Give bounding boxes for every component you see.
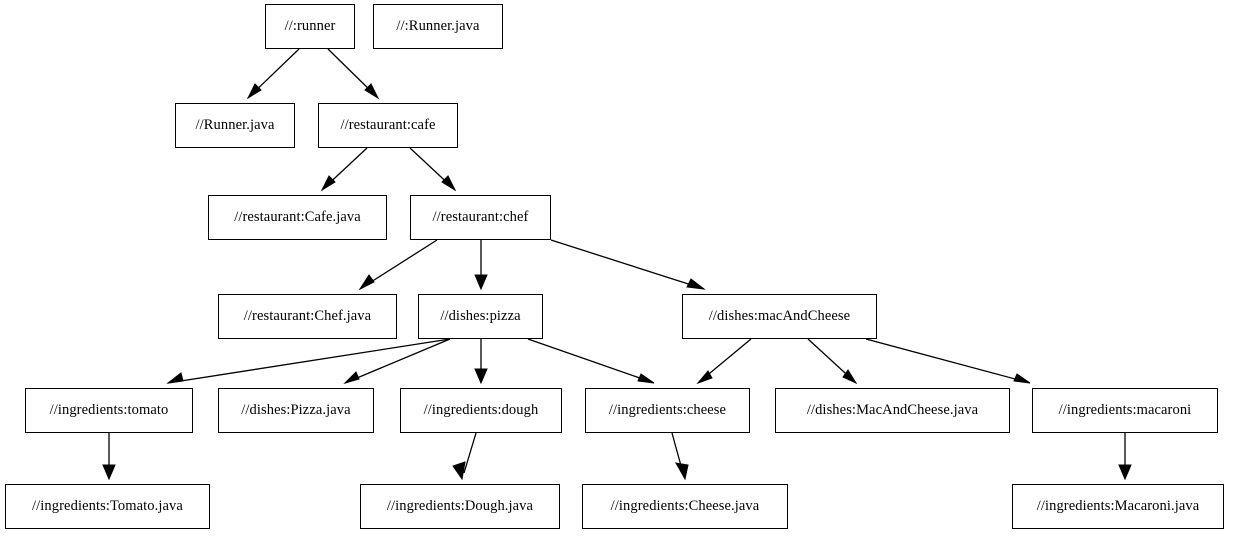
graph-node-runner-target[interactable]: //:runner: [265, 4, 355, 49]
graph-node-ingredients-dough[interactable]: //ingredients:dough: [400, 388, 562, 433]
graph-node-label: //ingredients:tomato: [49, 402, 169, 419]
graph-node-label: //restaurant:cafe: [340, 117, 436, 134]
graph-node-label: //dishes:pizza: [440, 308, 521, 325]
graph-node-ingredients-tomato[interactable]: //ingredients:tomato: [25, 388, 193, 433]
graph-node-label: //:Runner.java: [396, 18, 480, 35]
graph-node-dishes-pizza-java[interactable]: //dishes:Pizza.java: [218, 388, 374, 433]
graph-node-restaurant-chef-java[interactable]: //restaurant:Chef.java: [218, 294, 397, 339]
graph-node-label: //dishes:Pizza.java: [241, 402, 351, 419]
graph-node-ingredients-cheese-java[interactable]: //ingredients:Cheese.java: [582, 484, 788, 529]
graph-node-label: //ingredients:Macaroni.java: [1036, 498, 1200, 515]
graph-node-label: //:runner: [284, 18, 336, 35]
graph-node-label: //ingredients:Tomato.java: [32, 498, 183, 515]
graph-node-restaurant-cafe-java[interactable]: //restaurant:Cafe.java: [208, 195, 387, 240]
graph-node-label: //ingredients:dough: [423, 402, 539, 419]
graph-node-label: //ingredients:cheese: [608, 402, 727, 419]
graph-node-label: //restaurant:chef: [432, 209, 529, 226]
graph-node-dishes-macandcheese[interactable]: //dishes:macAndCheese: [682, 294, 877, 339]
graph-node-restaurant-cafe[interactable]: //restaurant:cafe: [318, 103, 458, 148]
graph-node-label: //Runner.java: [195, 117, 275, 134]
graph-node-restaurant-chef[interactable]: //restaurant:chef: [410, 195, 551, 240]
graph-node-label: //restaurant:Chef.java: [243, 308, 372, 325]
graph-node-label: //ingredients:Dough.java: [386, 498, 534, 515]
graph-node-label: //ingredients:Cheese.java: [610, 498, 760, 515]
graph-node-dishes-macandcheese-java[interactable]: //dishes:MacAndCheese.java: [775, 388, 1010, 433]
graph-node-runner-java[interactable]: //Runner.java: [175, 103, 295, 148]
graph-node-label: //dishes:MacAndCheese.java: [806, 402, 979, 419]
graph-node-dishes-pizza[interactable]: //dishes:pizza: [418, 294, 543, 339]
graph-node-ingredients-dough-java[interactable]: //ingredients:Dough.java: [360, 484, 560, 529]
graph-node-ingredients-macaroni-java[interactable]: //ingredients:Macaroni.java: [1012, 484, 1224, 529]
graph-node-label: //dishes:macAndCheese: [708, 308, 851, 325]
graph-node-ingredients-cheese[interactable]: //ingredients:cheese: [585, 388, 750, 433]
graph-node-root-runner-java[interactable]: //:Runner.java: [373, 4, 503, 49]
graph-node-ingredients-macaroni[interactable]: //ingredients:macaroni: [1032, 388, 1218, 433]
graph-node-label: //restaurant:Cafe.java: [234, 209, 361, 226]
graph-node-label: //ingredients:macaroni: [1058, 402, 1192, 419]
graph-node-ingredients-tomato-java[interactable]: //ingredients:Tomato.java: [5, 484, 210, 529]
